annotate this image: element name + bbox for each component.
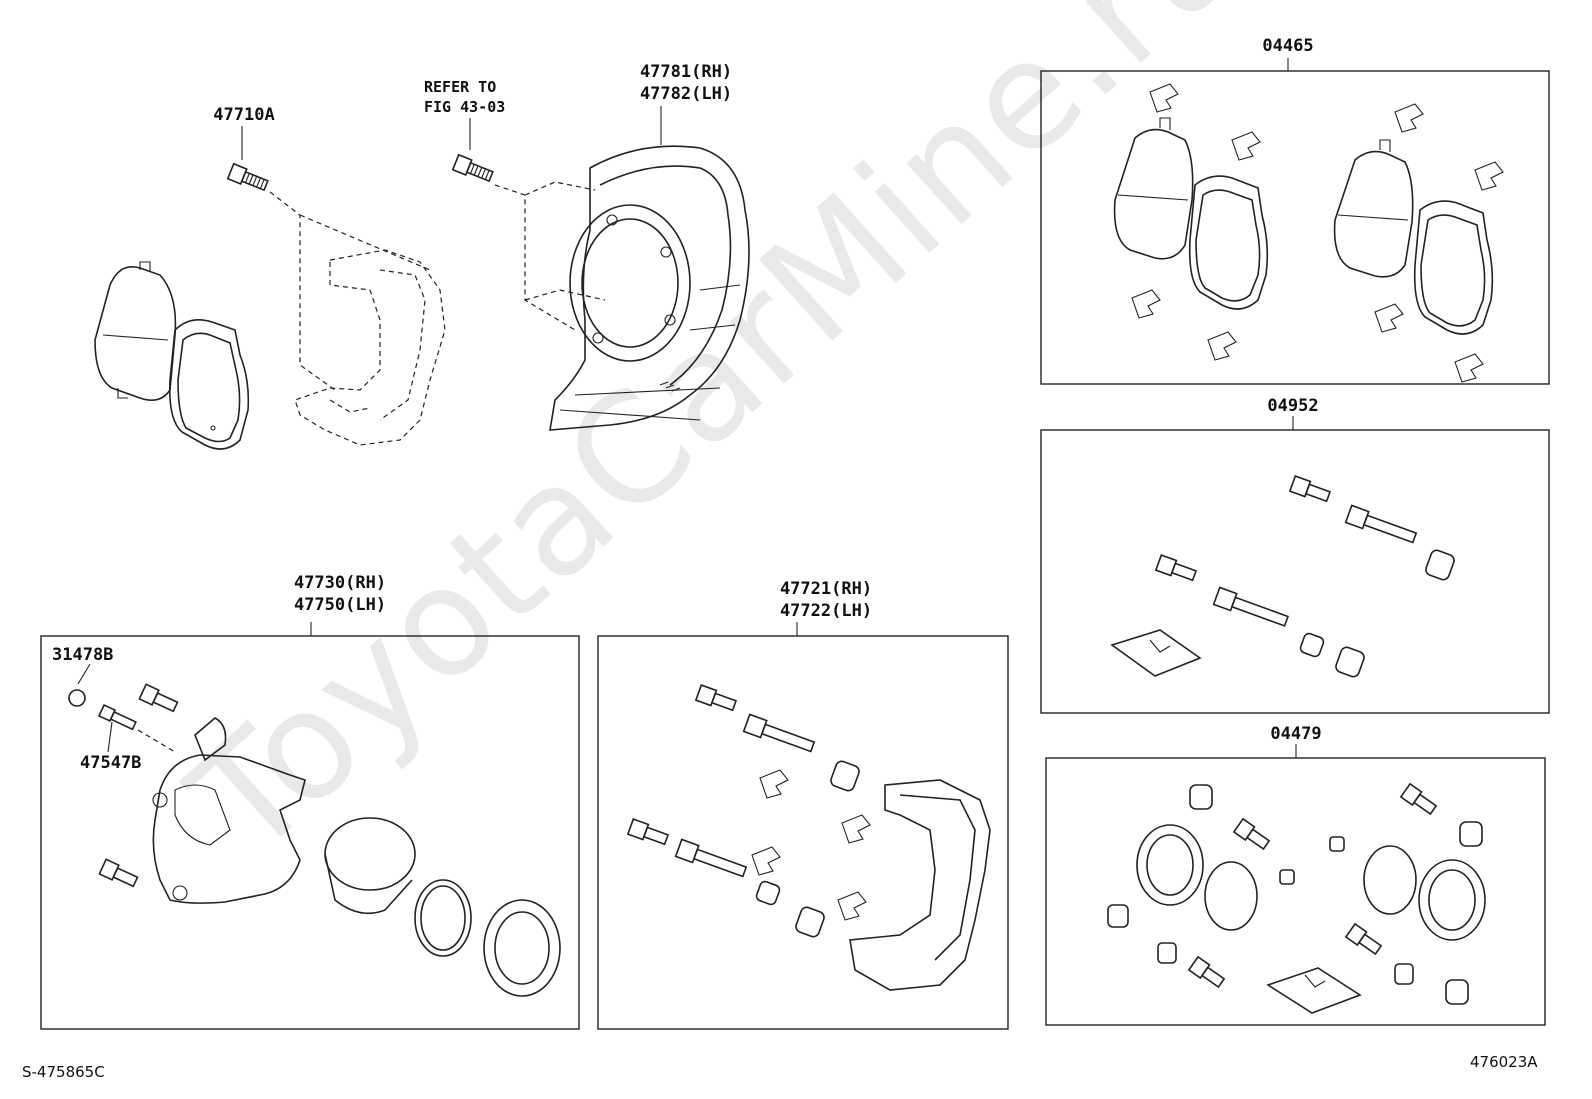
label-dust-cover-47781-47782: 47781(RH) 47782(LH) [639, 62, 733, 104]
leader-lines [77, 58, 1297, 758]
box-mounting [597, 635, 1009, 1030]
label-kit-04479: 04479 [1270, 724, 1322, 744]
disc-brake-dust-cover [549, 145, 750, 431]
label-kit-04952: 04952 [1267, 396, 1319, 416]
dashed-guide-cover [494, 181, 606, 331]
caliper-mount-top [294, 249, 446, 446]
kit-04952-parts [1110, 475, 1455, 678]
box-kit-04479 [1045, 757, 1546, 1026]
kit-04479-parts [1107, 782, 1486, 1014]
label-mounting-47721-47722: 47721(RH) 47722(LH) [779, 579, 873, 621]
dashed-guide-bracket [269, 191, 431, 391]
box-kit-04465 [1040, 70, 1550, 385]
label-kit-04465: 04465 [1262, 36, 1314, 56]
footer-right-code: 476023A [1470, 1053, 1538, 1071]
bolt-refer-fig [451, 153, 494, 183]
footer-left-code: S-475865C [22, 1063, 105, 1081]
label-47547B: 47547B [80, 753, 142, 773]
caliper-assy-parts [68, 683, 561, 997]
mounting-assy-parts [626, 684, 991, 991]
label-47710A: 47710A [213, 105, 275, 125]
label-caliper-47730-47750: 47730(RH) 47750(LH) [293, 573, 387, 615]
label-31478B: 31478B [52, 645, 114, 665]
label-refer-to-fig: REFER TO FIG 43-03 [424, 78, 506, 116]
bolt-47710A [226, 162, 269, 192]
brake-pad-outer-left [94, 261, 177, 401]
brake-pad-inner-left [168, 319, 250, 450]
box-caliper [40, 635, 580, 1030]
box-kit-04952 [1040, 429, 1550, 714]
kit-04465-parts [1113, 83, 1504, 383]
